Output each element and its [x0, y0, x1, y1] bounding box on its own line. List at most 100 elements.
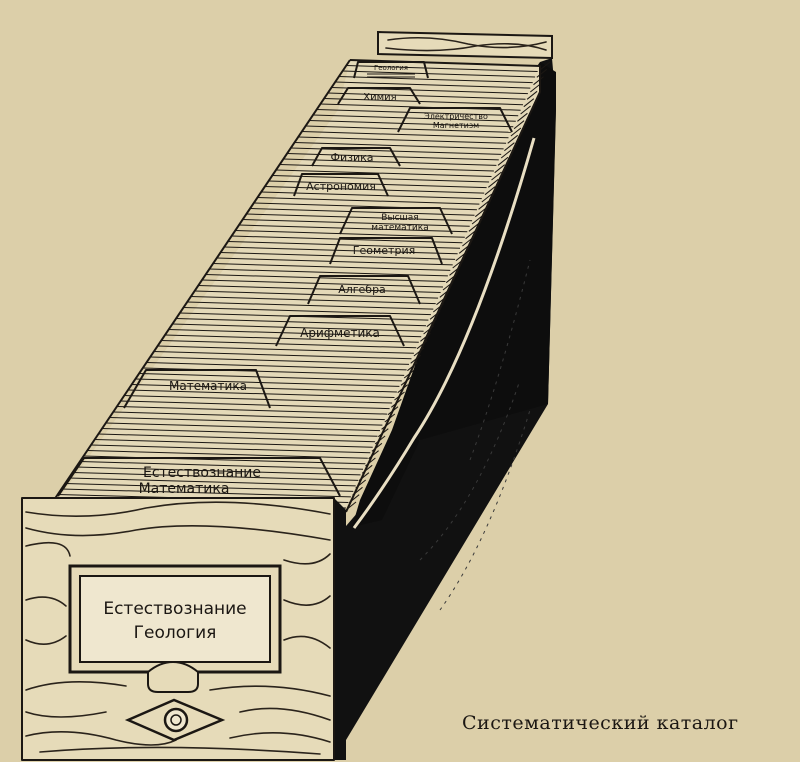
wood-grain-line	[25, 524, 331, 541]
wood-grain-line	[25, 711, 107, 718]
tab-fizika-label: Физика	[330, 151, 373, 164]
wood-grain-line	[209, 685, 331, 697]
card-edge-line	[478, 200, 489, 210]
wood-grain-line	[25, 681, 127, 691]
card-rule-line	[220, 252, 456, 260]
card-rule-line	[279, 164, 494, 172]
card-edge-line	[497, 156, 509, 166]
card-edge-line	[500, 149, 512, 159]
tab-arifmetika-label: Арифметика	[300, 326, 380, 340]
card-rule-line	[346, 65, 538, 72]
wood-grain-line	[283, 595, 331, 606]
tab-matematika-upper-label: математика	[371, 223, 428, 233]
tab-arifmetika: Арифметика	[275, 315, 405, 347]
front-label-line2: Геология	[134, 623, 217, 643]
card-rule-line	[168, 329, 422, 338]
card-rule-line	[242, 219, 470, 227]
card-rule-line	[109, 417, 383, 426]
card-rule-line	[235, 230, 465, 238]
card-rule-line	[250, 208, 475, 216]
card-rule-line	[164, 334, 419, 343]
card-rule-line	[150, 356, 410, 365]
tab-matematika: Математика	[123, 369, 271, 409]
tab-magnetizm-label: Магнетизм	[433, 121, 479, 130]
card-edge-line	[539, 61, 551, 71]
card-rule-line	[127, 389, 395, 398]
card-rule-line	[102, 428, 378, 437]
tab-vysshaya-matematika: Высшая математика	[339, 207, 453, 235]
wood-grain-line	[229, 732, 331, 743]
card-rule-line	[105, 422, 381, 432]
card-rule-line	[298, 136, 507, 144]
card-rule-line	[216, 257, 453, 266]
card-rule-line	[209, 268, 448, 277]
card-rule-line	[146, 362, 407, 371]
tab-geologiya: Геология	[353, 61, 429, 79]
card-rule-line	[231, 235, 463, 244]
card-rule-line	[224, 246, 458, 255]
card-rule-line	[246, 213, 473, 222]
card-rule-line	[172, 323, 424, 332]
card-rule-line	[264, 186, 485, 194]
card-rule-line	[116, 406, 388, 415]
wood-grain-line	[283, 635, 331, 649]
card-rule-line	[205, 274, 446, 282]
card-rule-line	[312, 114, 516, 122]
wood-grain-line	[25, 541, 71, 557]
card-rule-line	[94, 439, 373, 448]
card-edge-line	[517, 112, 528, 122]
card-rule-line	[79, 461, 364, 470]
card-rule-line	[139, 373, 402, 382]
card-rule-line	[261, 191, 482, 200]
tab-khimiya-label: Химия	[363, 92, 396, 103]
card-rule-line	[65, 483, 354, 492]
tab-geologiya-label: Геология	[374, 64, 408, 72]
card-edge-line	[481, 193, 493, 203]
wood-grain-line	[283, 553, 331, 565]
card-rule-line	[257, 197, 480, 205]
tab-astronomiya-label: Астрономия	[306, 180, 376, 193]
card-edge-line	[471, 215, 483, 225]
tab-fizika: Физика	[311, 147, 401, 167]
label-holder: Естествознание Геология	[68, 564, 282, 674]
tab-algebra: Алгебра	[307, 275, 421, 305]
card-rule-line	[98, 433, 376, 443]
tab-khimiya: Химия	[337, 87, 421, 105]
drawer-front-panel: Естествознание Геология	[21, 497, 346, 761]
card-edge-line	[504, 142, 515, 152]
card-edge-line	[513, 120, 525, 130]
tab-elektrichestvo-label: Электричество	[424, 112, 488, 121]
card-edge-line	[526, 90, 538, 100]
card-rule-line	[90, 444, 371, 454]
card-edge-line	[520, 105, 531, 115]
wood-grain-line	[25, 596, 67, 607]
card-edge-line	[510, 127, 522, 137]
card-rule-line	[335, 81, 531, 89]
drawer-pull-handle[interactable]	[124, 698, 226, 742]
card-rule-line	[135, 378, 400, 387]
card-rule-line	[153, 351, 412, 360]
card-rule-line	[72, 472, 359, 481]
card-edge-line	[474, 208, 486, 218]
tab-estestvoznanie-label: Естествознание	[143, 465, 261, 481]
card-rule-line	[183, 307, 431, 316]
card-rule-line	[324, 98, 524, 106]
drawer-back-panel	[377, 30, 553, 60]
card-rule-line	[61, 488, 351, 498]
card-rule-line	[283, 158, 497, 166]
card-rule-line	[76, 466, 361, 476]
tab-matematika-front-label: Математика	[139, 481, 230, 497]
card-edge-line	[507, 134, 519, 144]
card-edge-line	[465, 230, 476, 240]
card-edge-line	[462, 237, 473, 247]
card-edge-line	[487, 178, 499, 188]
wood-grain-line	[25, 501, 331, 517]
card-rule-line	[124, 395, 393, 404]
card-edge-line	[529, 83, 541, 93]
tab-elektrichestvo: Электричество Магнетизм	[397, 107, 513, 133]
card-rule-line	[176, 318, 427, 327]
card-rule-line	[238, 224, 468, 233]
card-rule-line	[275, 169, 492, 177]
tab-astronomiya: Астрономия	[293, 173, 389, 197]
